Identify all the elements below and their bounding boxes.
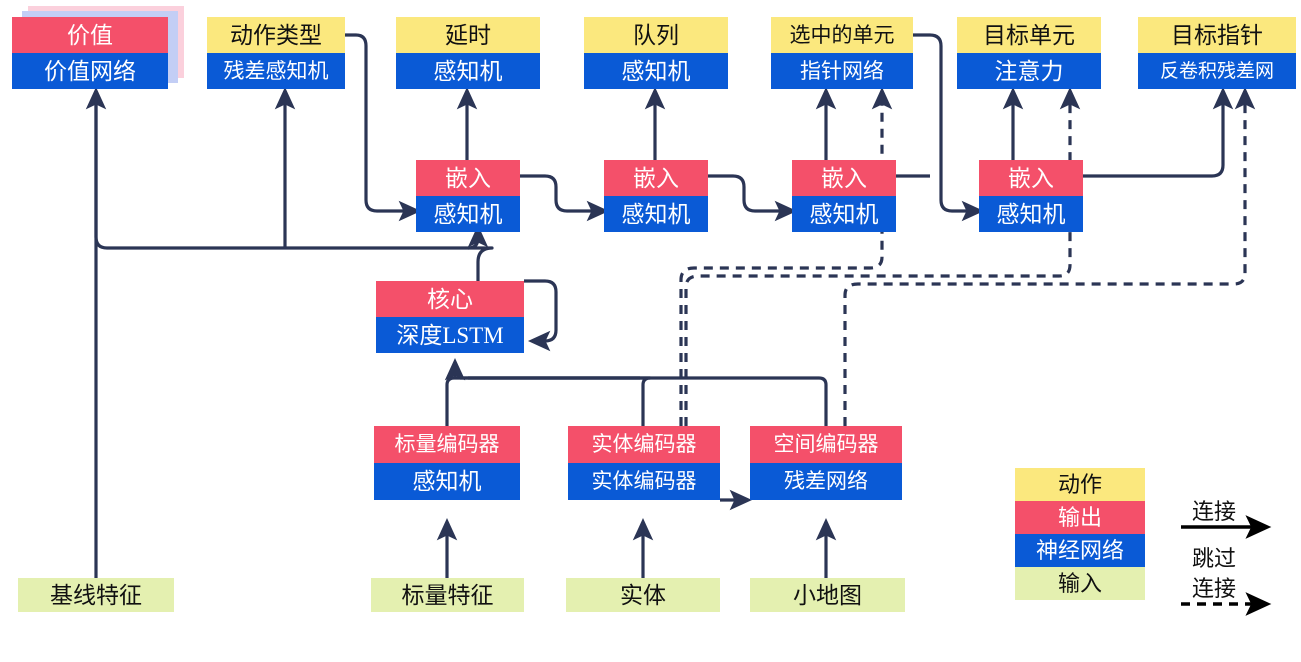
node-spatial-encoder-output-label: 空间编码器	[750, 426, 902, 463]
node-input-entity[interactable]: 实体	[566, 578, 720, 612]
node-delay-action-label: 延时	[396, 17, 540, 53]
node-value-network-label: 价值网络	[12, 53, 168, 89]
node-selected-unit[interactable]: 选中的单元 指针网络	[771, 17, 913, 89]
skip-spatial-encoder-to-target-point	[843, 86, 1256, 426]
node-embed-2[interactable]: 嵌入 感知机	[604, 160, 708, 232]
node-embed-1[interactable]: 嵌入 感知机	[416, 160, 520, 232]
node-core-network-label: 深度LSTM	[376, 317, 524, 353]
node-action-type-network-label: 残差感知机	[207, 53, 345, 89]
node-core-output-label: 核心	[376, 281, 524, 317]
node-embed-2-output-label: 嵌入	[604, 160, 708, 196]
node-embed-1-network-label: 感知机	[416, 196, 520, 232]
node-scalar-encoder-network-label: 感知机	[374, 463, 520, 500]
wire-core-bus-joint	[476, 238, 488, 248]
wire-entity-encoder-bus	[460, 376, 652, 426]
node-input-entity-label: 实体	[566, 578, 720, 612]
wire-embed2-to-embed3	[708, 174, 798, 222]
node-target-point-action-label: 目标指针	[1138, 17, 1296, 53]
node-target-point-network-label: 反卷积残差网	[1138, 53, 1296, 89]
node-scalar-encoder-output-label: 标量编码器	[374, 426, 520, 463]
node-action-type[interactable]: 动作类型 残差感知机	[207, 17, 345, 89]
skip-entity-encoder-to-target-unit	[684, 86, 1081, 426]
node-input-minimap[interactable]: 小地图	[750, 578, 905, 612]
legend-skip-label-line1: 跳过	[1192, 546, 1237, 571]
node-embed-3-output-label: 嵌入	[792, 160, 896, 196]
node-input-minimap-label: 小地图	[750, 578, 905, 612]
node-value[interactable]: 价值 价值网络	[12, 17, 168, 89]
node-input-baseline-label: 基线特征	[18, 578, 174, 612]
node-entity-encoder[interactable]: 实体编码器 实体编码器	[568, 426, 720, 500]
node-embed-2-network-label: 感知机	[604, 196, 708, 232]
legend-output-label: 输出	[1015, 501, 1145, 534]
node-queue-network-label: 感知机	[584, 53, 728, 89]
node-input-scalar-feature-label: 标量特征	[371, 578, 524, 612]
node-queue-action-label: 队列	[584, 17, 728, 53]
node-embed-3[interactable]: 嵌入 感知机	[792, 160, 896, 232]
wire-embed1-to-embed2	[520, 174, 610, 222]
node-delay[interactable]: 延时 感知机	[396, 17, 540, 89]
wire-scalar-encoder-bus	[445, 376, 640, 426]
node-embed-3-network-label: 感知机	[792, 196, 896, 232]
node-spatial-encoder[interactable]: 空间编码器 残差网络	[750, 426, 902, 500]
node-core[interactable]: 核心 深度LSTM	[376, 281, 524, 353]
node-selected-unit-action-label: 选中的单元	[771, 17, 913, 53]
node-target-unit-network-label: 注意力	[957, 53, 1101, 89]
node-embed-4-network-label: 感知机	[979, 196, 1083, 232]
wire-core-self-loop	[524, 279, 558, 352]
legend-connection-label: 连接	[1192, 499, 1237, 524]
node-embed-1-output-label: 嵌入	[416, 160, 520, 196]
node-target-unit[interactable]: 目标单元 注意力	[957, 17, 1101, 89]
node-action-type-action-label: 动作类型	[207, 17, 345, 53]
legend-action-label: 动作	[1015, 468, 1145, 501]
node-input-scalar-feature[interactable]: 标量特征	[371, 578, 524, 612]
node-queue[interactable]: 队列 感知机	[584, 17, 728, 89]
wire-embed4-to-target-point	[1083, 86, 1234, 178]
node-embed-4-output-label: 嵌入	[979, 160, 1083, 196]
node-delay-network-label: 感知机	[396, 53, 540, 89]
node-target-point[interactable]: 目标指针 反卷积残差网	[1138, 17, 1296, 89]
node-embed-4[interactable]: 嵌入 感知机	[979, 160, 1083, 232]
node-entity-encoder-network-label: 实体编码器	[568, 463, 720, 500]
node-selected-unit-network-label: 指针网络	[771, 53, 913, 89]
wire-core-bus-to-embed1	[467, 224, 489, 250]
node-spatial-encoder-network-label: 残差网络	[750, 463, 902, 500]
node-target-unit-action-label: 目标单元	[957, 17, 1101, 53]
wire-spatial-encoder-bus	[468, 376, 828, 426]
node-scalar-encoder[interactable]: 标量编码器 感知机	[374, 426, 520, 500]
legend-network-label: 神经网络	[1015, 534, 1145, 567]
legend-input-label: 输入	[1015, 567, 1145, 600]
legend-skip-label-line2: 连接	[1192, 576, 1237, 601]
node-input-baseline[interactable]: 基线特征	[18, 578, 174, 612]
node-value-output-label: 价值	[12, 17, 168, 53]
legend-color-key: 动作 输出 神经网络 输入	[1015, 468, 1145, 600]
skip-entity-encoder-to-selected-unit	[679, 86, 893, 426]
node-entity-encoder-output-label: 实体编码器	[568, 426, 720, 463]
